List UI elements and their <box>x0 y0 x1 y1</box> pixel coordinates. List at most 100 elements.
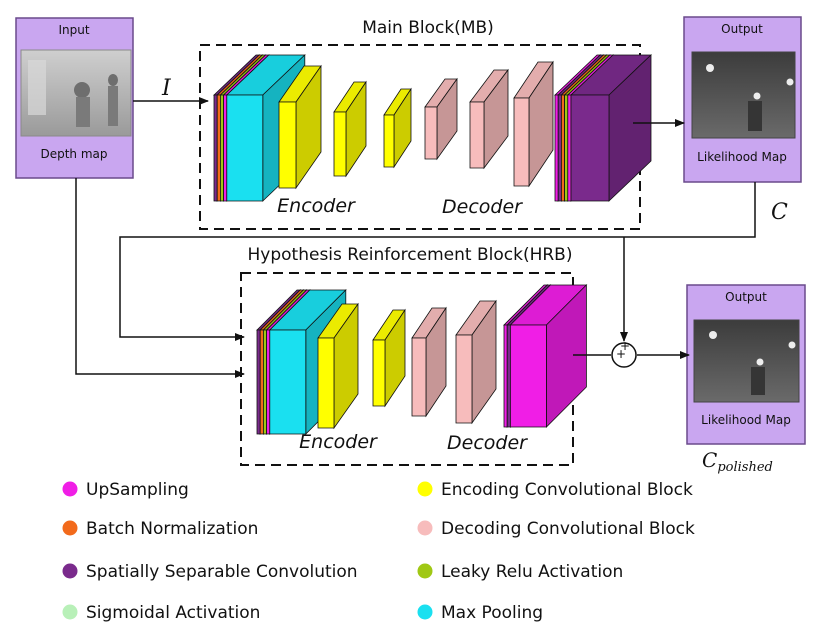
likelihood-bottom-figure <box>751 367 765 395</box>
hrb-input-stack-layer-3-front <box>262 329 268 435</box>
output-panel-bottom: Output Likelihood Map <box>686 284 806 445</box>
mb-input-stack-layer-1-front <box>213 94 218 202</box>
confidence-symbol: C <box>771 200 788 225</box>
polished-symbol-sub: polished <box>717 460 773 475</box>
mb-encoder-block-3 <box>383 87 412 169</box>
legend-label-2: Encoding Convolutional Block <box>441 480 693 500</box>
hrb-encoder-block-2-front <box>372 339 386 407</box>
input-symbol: I <box>161 76 172 101</box>
hrb-decoder-block-2-front <box>455 334 473 424</box>
likelihood-top-peak-2 <box>753 92 761 100</box>
connectors <box>75 97 756 378</box>
mb-encoder-block-2-front <box>333 111 347 177</box>
main-block-layers <box>213 54 652 202</box>
legend-label-7: Sigmoidal Activation <box>86 603 260 623</box>
mb-decoder-block-2 <box>469 68 509 170</box>
output-bottom-title: Output <box>725 290 767 304</box>
mb-output-stack-layer-6 <box>570 54 652 202</box>
hrb-output-stack-layer-3 <box>509 284 588 428</box>
main-decoder-label: Decoder <box>442 196 523 218</box>
mb-input-stack-layer-3-front <box>219 94 225 202</box>
legend-label-3: Batch Normalization <box>86 519 258 539</box>
hrb-input-stack-layer-5-front <box>269 329 307 435</box>
output-top-title: Output <box>721 22 763 36</box>
hrb-output-stack-layer-1-front <box>503 324 508 428</box>
depth-map-figure-body <box>76 97 90 127</box>
hrb-block-title: Hypothesis Reinforcement Block(HRB) <box>248 245 573 265</box>
likelihood-bottom-peak-1 <box>709 331 717 339</box>
hrb-encoder-block-1 <box>317 302 359 430</box>
hrb-decoder-block-1-front <box>411 337 427 417</box>
likelihood-top-peak-1 <box>706 64 714 72</box>
mb-output-stack-layer-3-front <box>561 94 565 202</box>
likelihood-map-top-image <box>691 51 796 139</box>
depth-map-shape <box>28 60 46 115</box>
hrb-input-stack-layer-4-front <box>266 329 271 435</box>
likelihood-top-figure <box>748 101 762 131</box>
hrb-encoder-label: Encoder <box>299 431 378 453</box>
legend-swatch-4 <box>417 520 433 536</box>
legend-label-4: Decoding Convolutional Block <box>441 519 695 539</box>
output-top-caption: Likelihood Map <box>697 150 787 164</box>
legend-label-1: UpSampling <box>86 480 189 500</box>
mb-output-stack-layer-1-front <box>554 94 559 202</box>
output-panel-top: Output Likelihood Map <box>683 16 802 183</box>
legend-swatch-1 <box>62 481 78 497</box>
mb-output-stack-layer-6-front <box>570 94 610 202</box>
sum-plus-top: + <box>620 339 630 353</box>
depth-map-figure2-head <box>108 74 118 86</box>
mb-decoder-block-3 <box>513 60 554 188</box>
mb-decoder-block-3-front <box>513 97 530 187</box>
hrb-input-stack-layer-2-front <box>259 329 264 435</box>
mb-input-stack-layer-5-front <box>226 94 264 202</box>
legend-swatch-2 <box>417 481 433 497</box>
likelihood-top-peak-3 <box>786 78 794 86</box>
depth-map-figure-head <box>74 82 90 98</box>
polished-symbol-base: C <box>702 448 717 472</box>
mb-encoder-block-1-front <box>278 101 297 189</box>
input-panel-title: Input <box>58 23 89 37</box>
mb-encoder-block-3-front <box>383 114 395 168</box>
hrb-block-layers <box>256 284 588 435</box>
mb-decoder-block-2-front <box>469 101 485 169</box>
hrb-input-stack-layer-1-front <box>256 329 261 435</box>
sum-node <box>611 342 637 368</box>
mb-encoder-block-2 <box>333 80 367 178</box>
confidence-feedback-arrow <box>119 182 756 341</box>
likelihood-map-bottom-image <box>693 319 800 403</box>
legend-swatch-8 <box>417 604 433 620</box>
hrb-decoder-block-1 <box>411 306 447 418</box>
sum-plus-left: + <box>616 347 626 361</box>
main-encoder-label: Encoder <box>277 195 356 217</box>
likelihood-bottom-peak-2 <box>756 358 764 366</box>
likelihood-bottom-peak-3 <box>788 341 796 349</box>
legend-swatch-7 <box>62 604 78 620</box>
mb-output-stack-layer-4-front <box>564 94 569 202</box>
main-block-title: Main Block(MB) <box>362 18 494 38</box>
input-panel: Input Depth map <box>15 17 134 179</box>
input-panel-caption: Depth map <box>40 147 107 161</box>
hrb-decoder-block-2 <box>455 299 497 425</box>
hrb-output-stack-layer-3-front <box>509 324 547 428</box>
mb-decoder-block-1 <box>424 77 458 161</box>
hrb-encoder-block-1-front <box>317 337 335 429</box>
polished-symbol: Cpolished <box>702 448 773 475</box>
depth-to-hrb-arrow <box>75 178 245 378</box>
legend-swatch-6 <box>417 563 433 579</box>
mb-input-stack-layer-2-front <box>216 94 221 202</box>
mb-input-stack-layer-4-front <box>223 94 228 202</box>
legend-label-6: Leaky Relu Activation <box>441 562 623 582</box>
mb-encoder-block-1 <box>278 64 322 190</box>
hrb-decoder-label: Decoder <box>447 432 528 454</box>
hrb-output-stack-layer-2-front <box>506 324 511 428</box>
output-bottom-caption: Likelihood Map <box>701 413 791 427</box>
hrb-block-frame <box>240 272 574 466</box>
hrb-encoder-block-2 <box>372 308 406 408</box>
legend-label-5: Spatially Separable Convolution <box>86 562 358 582</box>
mb-decoder-block-1-front <box>424 106 438 160</box>
legend-swatch-5 <box>62 563 78 579</box>
mb-output-stack-layer-5-front <box>567 94 572 202</box>
legend-swatch-3 <box>62 520 78 536</box>
depth-map-figure2-body <box>108 86 118 126</box>
